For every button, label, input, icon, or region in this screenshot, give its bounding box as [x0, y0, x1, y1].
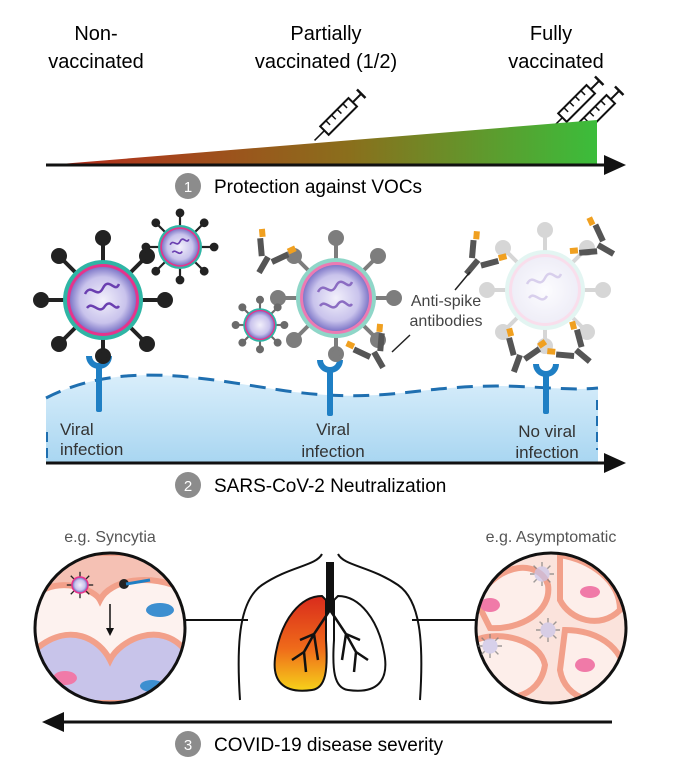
- outcome-middle-line2: infection: [301, 442, 364, 461]
- outcome-middle-line1: Viral: [316, 420, 350, 439]
- antibody-icon: [506, 327, 548, 373]
- antibody-icon: [547, 320, 592, 364]
- section1-badge: [175, 173, 201, 199]
- section2-title: SARS-CoV-2 Neutralization: [214, 476, 446, 497]
- trachea: [326, 562, 334, 612]
- lung-right-healthy: [332, 594, 387, 692]
- protection-gradient-wedge: [48, 120, 597, 165]
- antibody-icon: [569, 216, 616, 257]
- antibody-leader-line: [391, 334, 411, 353]
- syringe-icon: [552, 75, 605, 128]
- stage-partial-line1: Partially: [290, 23, 361, 45]
- section3-number: 3: [184, 737, 192, 754]
- antibody-icon: [464, 231, 508, 276]
- antibody-leader-line: [454, 271, 471, 291]
- section2-number: 2: [184, 478, 192, 495]
- stage-full-line2: vaccinated: [508, 51, 604, 73]
- ace2-receptor-right: [533, 364, 559, 414]
- section2-arrow-head: [604, 453, 626, 473]
- section2-badge: [175, 472, 201, 498]
- virus-small-grey: [231, 295, 289, 354]
- stage-non-vaccinated-line2: vaccinated: [48, 51, 144, 73]
- syncytia-magnified-view: [33, 551, 187, 705]
- section1-arrow-head: [604, 155, 626, 175]
- stage-full-line1: Fully: [530, 23, 572, 45]
- virus-icon: [529, 561, 555, 587]
- lung-left-inflamed: [273, 594, 328, 692]
- section1-title: Protection against VOCs: [214, 177, 422, 198]
- left-example-label: e.g. Syncytia: [64, 529, 156, 546]
- section3-arrow-head: [42, 712, 64, 732]
- asymptomatic-magnified-view: [474, 551, 628, 705]
- body-outline: [185, 553, 476, 701]
- right-example-label: e.g. Asymptomatic: [486, 529, 617, 546]
- section3-badge: [175, 731, 201, 757]
- outcome-left-line1: Viral: [60, 420, 94, 439]
- syringe-icon: [314, 88, 367, 141]
- antibody-icon: [345, 323, 386, 370]
- ace2-receptor-middle: [317, 360, 343, 416]
- virus-large-black: [33, 230, 173, 364]
- antibody-label-line1: Anti-spike: [411, 293, 481, 310]
- section1-number: 1: [184, 179, 192, 196]
- membrane-dashed-edge: [45, 373, 599, 400]
- stage-non-vaccinated-line1: Non-: [74, 23, 117, 45]
- section3-title: COVID-19 disease severity: [214, 735, 444, 756]
- virus-icon: [477, 633, 503, 659]
- antibody-icon: [256, 228, 297, 275]
- virus-small-black: [141, 208, 219, 285]
- virus-icon: [66, 571, 94, 599]
- virus-icon: [535, 617, 561, 643]
- outcome-left-line2: infection: [60, 440, 123, 459]
- cell-membrane: [46, 375, 598, 462]
- virus-large-grey: [270, 230, 402, 362]
- outcome-right-line1: No viral: [518, 422, 576, 441]
- bronchi: [291, 609, 369, 673]
- virus-faded: [479, 222, 611, 354]
- stage-labels: Non- vaccinated Partially vaccinated (1/…: [48, 23, 604, 73]
- stage-partial-line2: vaccinated (1/2): [255, 51, 397, 73]
- outcome-right-line2: infection: [515, 443, 578, 462]
- antibody-label-line2: antibodies: [410, 313, 483, 330]
